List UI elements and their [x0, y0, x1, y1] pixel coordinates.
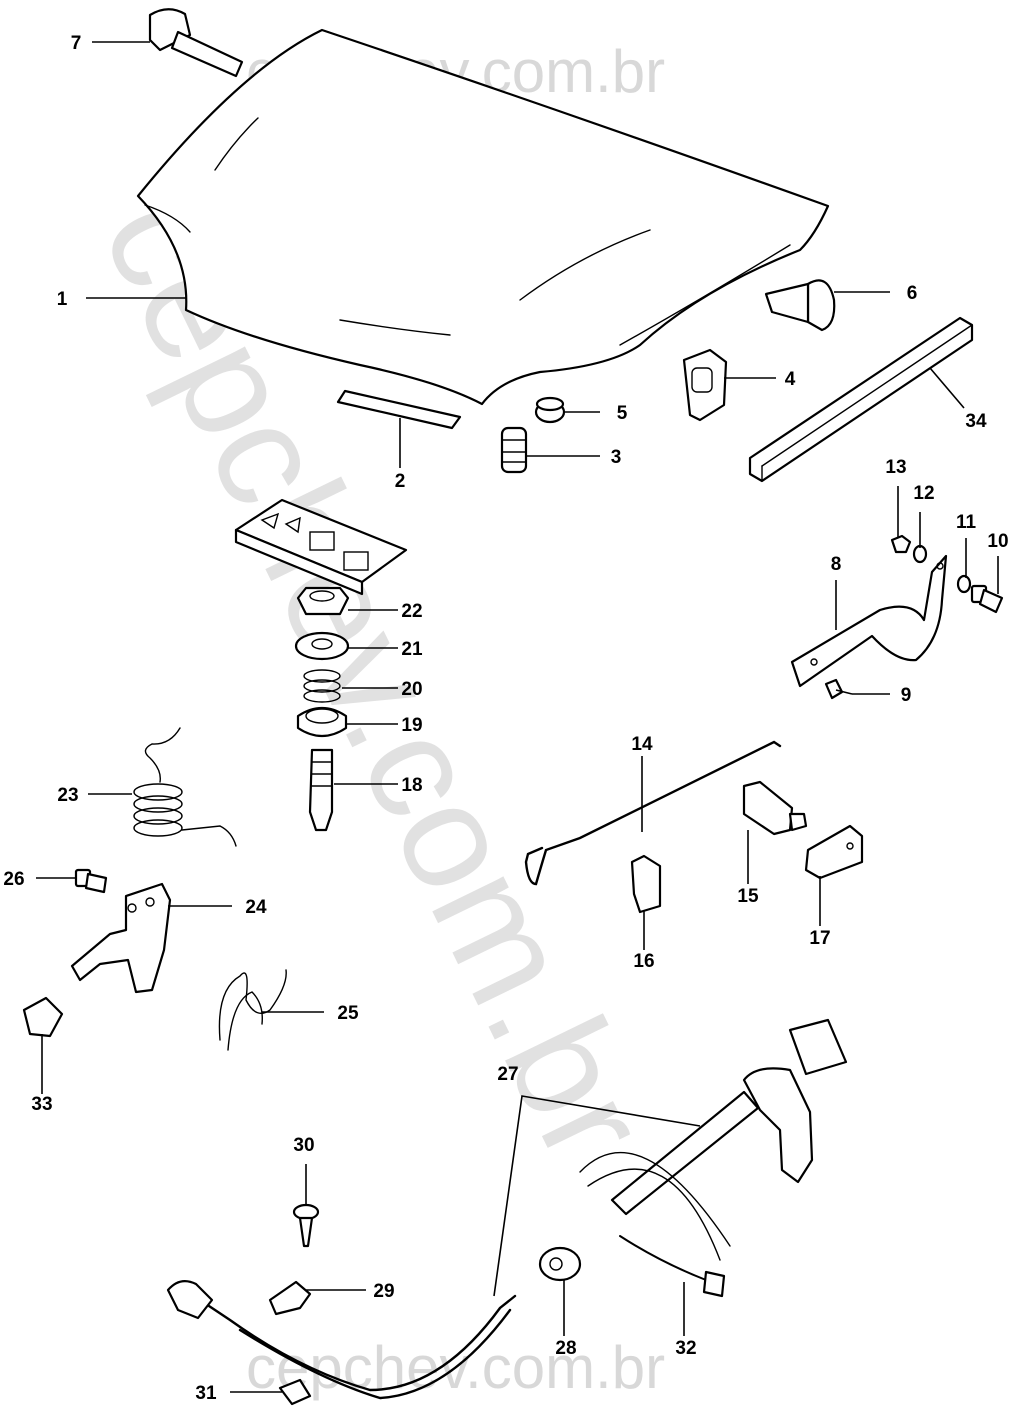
- part-13: [890, 534, 912, 554]
- callout-2: 2: [395, 471, 406, 492]
- part-lock-plate: [234, 498, 408, 596]
- part-15: [742, 780, 808, 836]
- callout-20: 20: [401, 679, 422, 700]
- part-29: [268, 1280, 312, 1316]
- part-24: [70, 882, 172, 994]
- callout-17: 17: [809, 928, 830, 949]
- part-3: [500, 426, 528, 474]
- callout-13: 13: [885, 457, 906, 478]
- part-9: [824, 678, 853, 700]
- part-21: [294, 631, 350, 661]
- callout-28: 28: [555, 1338, 576, 1359]
- callout-3: 3: [611, 447, 622, 468]
- callout-1: 1: [57, 289, 68, 310]
- part-23: [133, 727, 237, 847]
- callout-25: 25: [337, 1003, 359, 1024]
- part-27: [198, 1018, 848, 1400]
- callout-21: 21: [401, 639, 423, 660]
- callout-12: 12: [913, 483, 934, 504]
- callout-32: 32: [675, 1338, 696, 1359]
- callout-4: 4: [785, 369, 796, 390]
- callout-27: 27: [497, 1064, 518, 1085]
- part-hood: [136, 28, 830, 406]
- callout-15: 15: [737, 886, 759, 907]
- callout-7: 7: [71, 33, 82, 54]
- callout-labels: 1 2 3 4 5 6 7 8 9 10 11 12 13 14 15 16 1…: [3, 33, 1008, 1404]
- part-2: [336, 389, 462, 430]
- part-25: [218, 969, 287, 1051]
- part-18: [308, 748, 334, 832]
- callout-8: 8: [831, 554, 842, 575]
- part-11: [956, 574, 972, 594]
- part-33: [22, 996, 64, 1038]
- part-31: [278, 1378, 312, 1406]
- part-19: [296, 706, 348, 738]
- part-10: [970, 584, 1004, 614]
- part-8: [790, 554, 948, 688]
- callout-31: 31: [195, 1383, 217, 1404]
- leader-lines: [36, 41, 999, 1393]
- part-16: [630, 854, 662, 914]
- callout-19: 19: [401, 715, 422, 736]
- callout-6: 6: [907, 283, 918, 304]
- part-cable-end: [166, 1279, 214, 1320]
- part-4: [682, 348, 728, 422]
- part-30: [292, 1203, 320, 1248]
- part-34: [748, 316, 974, 483]
- part-20: [303, 669, 341, 703]
- callout-29: 29: [373, 1281, 394, 1302]
- callout-30: 30: [293, 1135, 314, 1156]
- callout-34: 34: [965, 411, 987, 432]
- callout-23: 23: [57, 785, 78, 806]
- part-6: [764, 279, 836, 332]
- part-12: [912, 544, 928, 564]
- callout-33: 33: [31, 1094, 52, 1115]
- part-32: [619, 1235, 726, 1298]
- callout-22: 22: [401, 601, 422, 622]
- callout-10: 10: [987, 531, 1008, 552]
- callout-9: 9: [901, 685, 912, 706]
- callout-14: 14: [631, 734, 653, 755]
- part-7: [148, 8, 244, 78]
- part-14: [524, 740, 782, 886]
- part-28: [538, 1246, 582, 1282]
- callout-11: 11: [956, 512, 977, 533]
- part-22: [296, 586, 350, 616]
- callout-24: 24: [245, 897, 267, 918]
- part-26: [74, 868, 108, 894]
- callout-5: 5: [617, 403, 628, 424]
- part-17: [804, 824, 864, 880]
- callout-16: 16: [633, 951, 654, 972]
- callout-26: 26: [3, 869, 24, 890]
- callout-18: 18: [401, 775, 422, 796]
- part-5: [534, 396, 566, 424]
